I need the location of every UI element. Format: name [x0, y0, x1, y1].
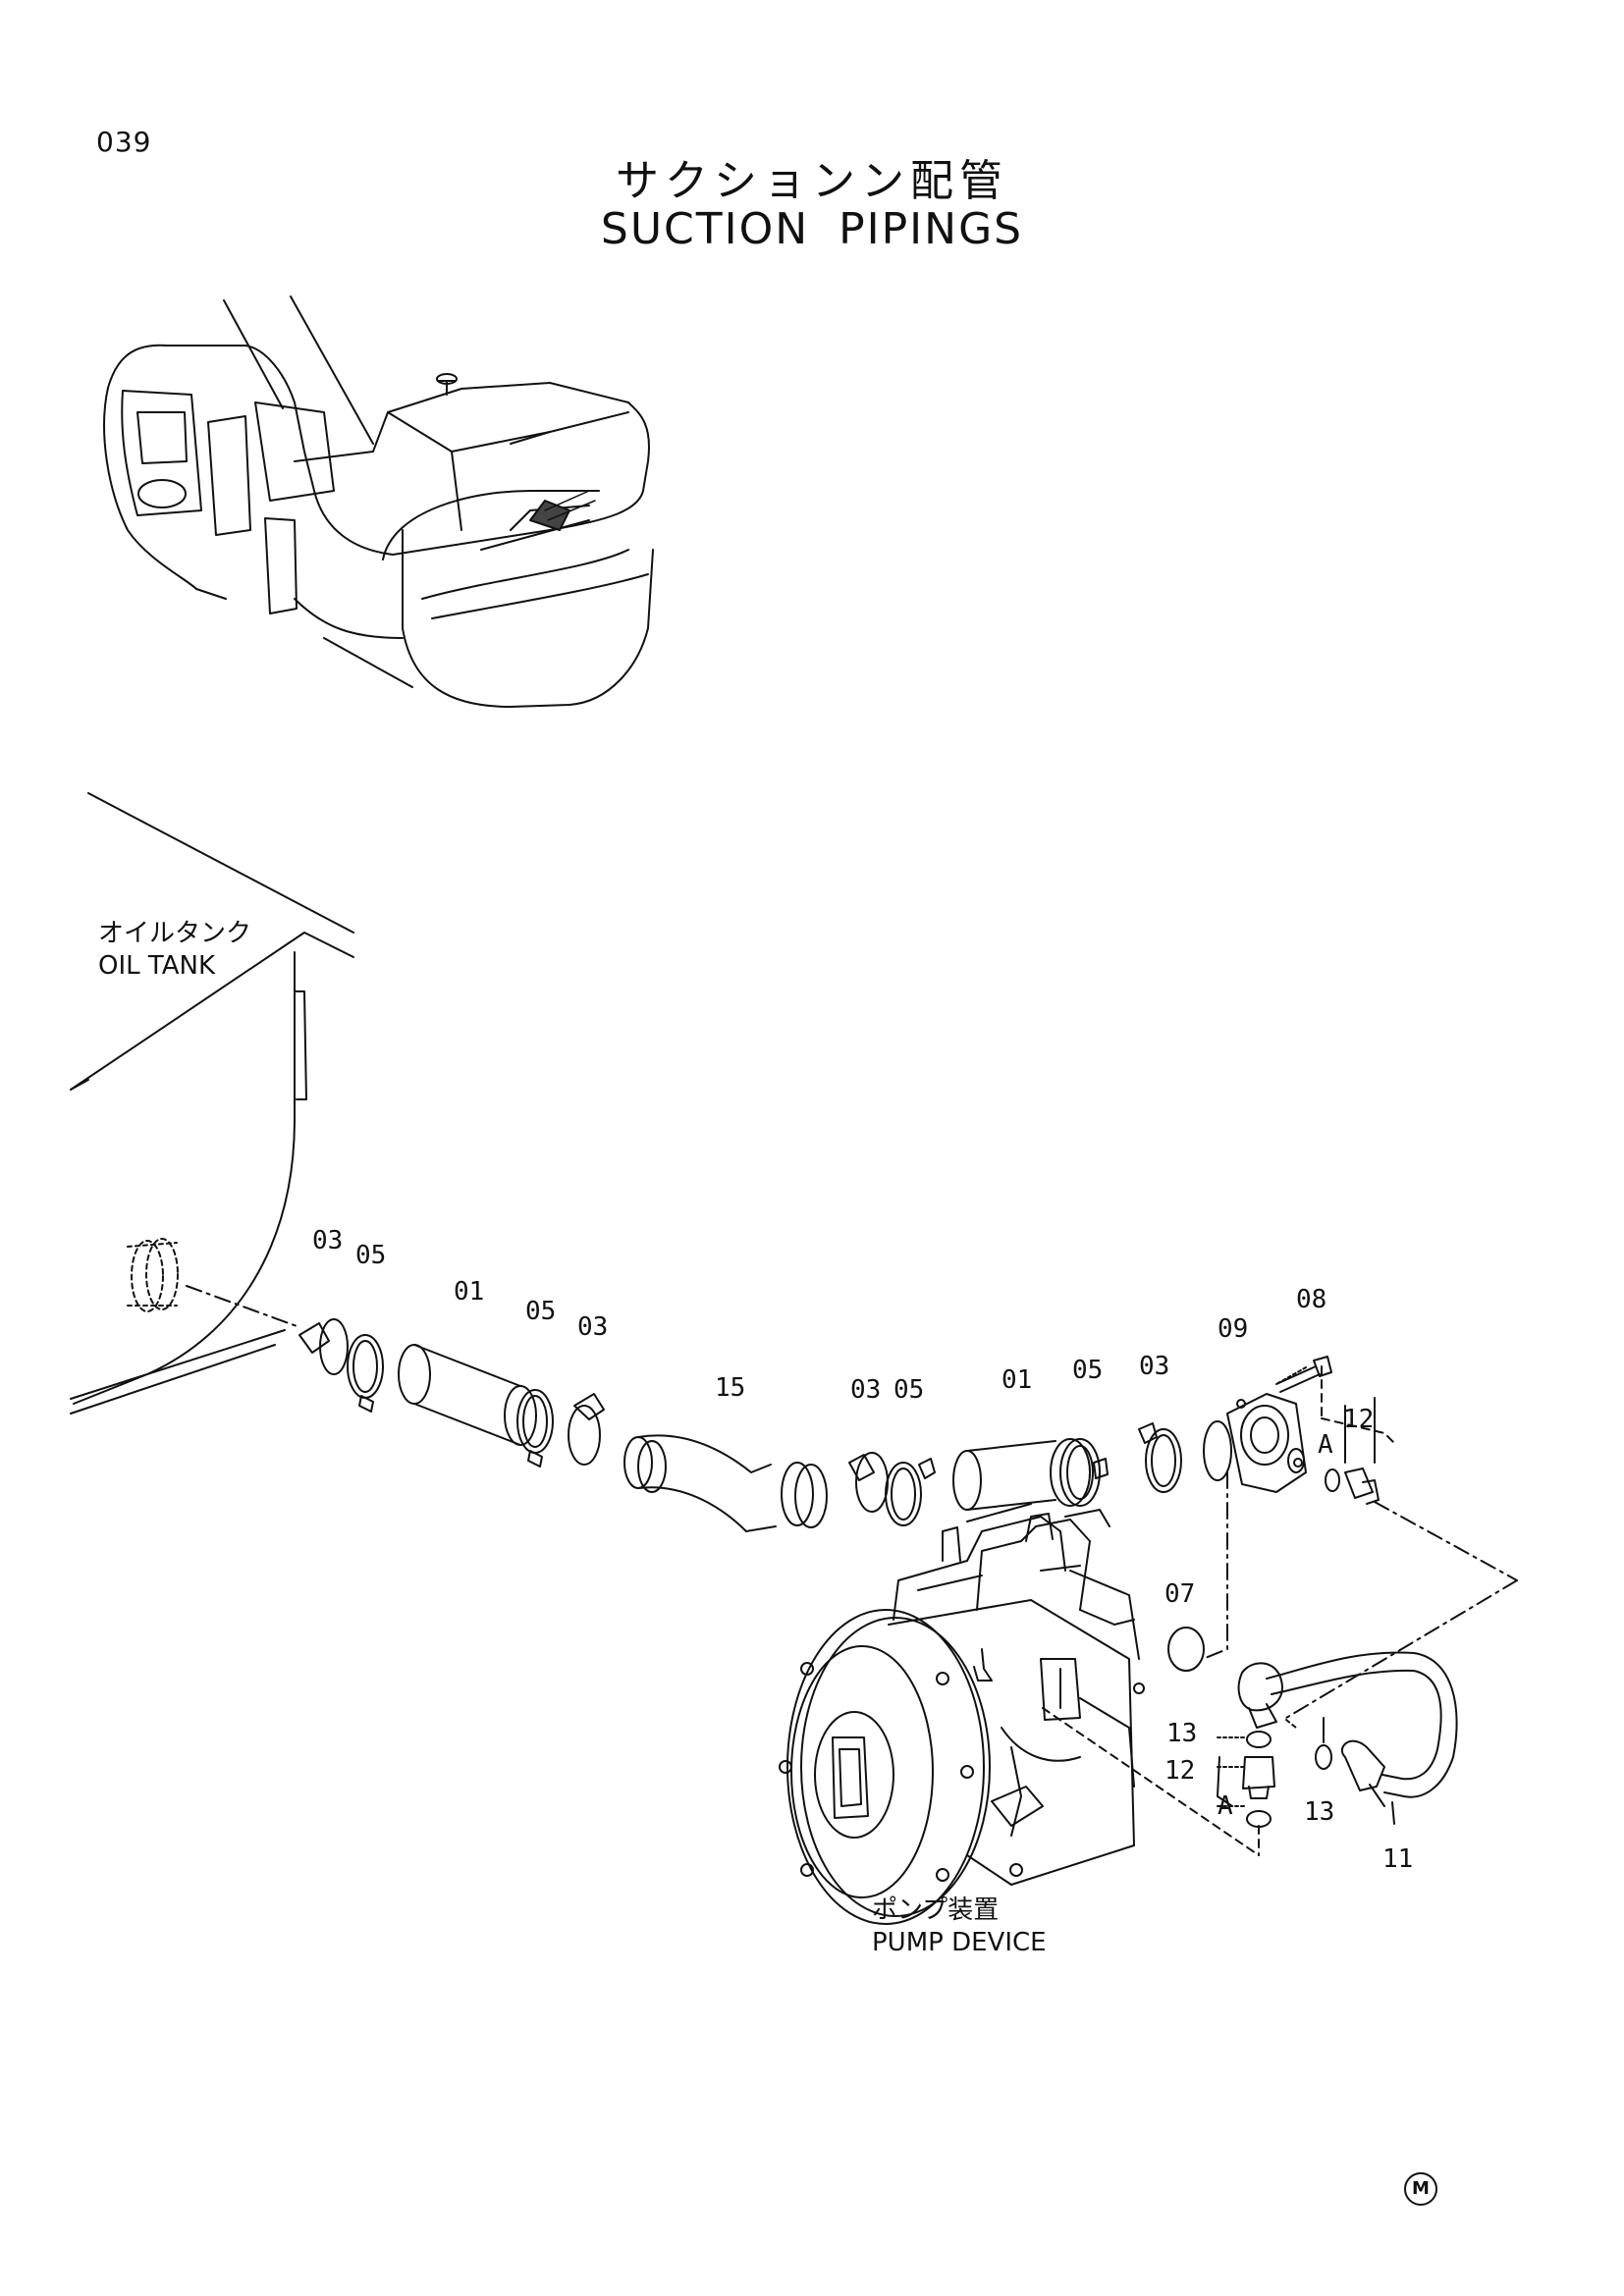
- callout-part-05: 05: [525, 1297, 557, 1326]
- oil-tank-label-english: OIL TANK: [98, 951, 216, 981]
- callout-part-07: 07: [1164, 1579, 1196, 1609]
- callout-part-09: 09: [1218, 1314, 1249, 1344]
- callout-part-12: 12: [1164, 1756, 1196, 1786]
- callout-part-03: 03: [850, 1375, 882, 1405]
- pump-device-illustration: [780, 1504, 1144, 1924]
- trademark-circle-mark: M: [1404, 2172, 1437, 2206]
- pump-device-label-english: PUMP DEVICE: [872, 1928, 1047, 1957]
- page-title-japanese: サクションン配管: [616, 156, 1008, 206]
- callout-detail-a: A: [1218, 1791, 1233, 1821]
- callout-part-03: 03: [1139, 1352, 1170, 1381]
- callout-part-08: 08: [1296, 1285, 1327, 1314]
- callout-part-15: 15: [715, 1373, 746, 1403]
- callout-part-01: 01: [1001, 1365, 1033, 1395]
- callout-part-11: 11: [1382, 1844, 1414, 1874]
- hose-assembly-illustration: [299, 1319, 1517, 1855]
- pump-device-label-japanese: ポンプ装置: [872, 1896, 1000, 1925]
- callout-part-12: 12: [1343, 1405, 1375, 1434]
- callout-part-03: 03: [577, 1312, 609, 1342]
- callout-part-05: 05: [893, 1375, 925, 1405]
- callout-part-05: 05: [1072, 1356, 1104, 1385]
- oil-tank-illustration: [71, 793, 353, 1414]
- page-title-english: SUCTION PIPINGS: [600, 204, 1024, 254]
- callout-part-13: 13: [1304, 1797, 1335, 1827]
- callout-part-03: 03: [312, 1226, 344, 1255]
- callout-part-01: 01: [454, 1277, 485, 1307]
- page-number: 039: [96, 126, 152, 158]
- callout-part-05: 05: [355, 1241, 387, 1270]
- callout-part-13: 13: [1166, 1719, 1198, 1748]
- excavator-location-illustration: [104, 296, 653, 707]
- callout-detail-a: A: [1318, 1430, 1333, 1460]
- oil-tank-label-japanese: オイルタンク: [98, 919, 252, 948]
